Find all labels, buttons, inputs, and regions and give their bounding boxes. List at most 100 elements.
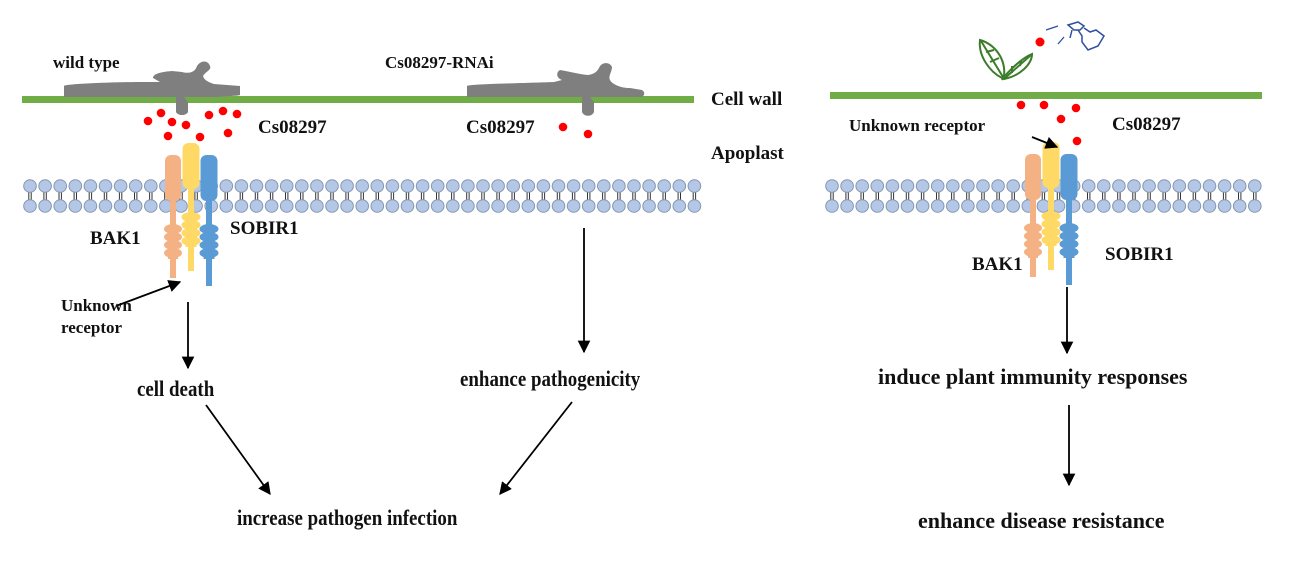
unknown-receptor [1041,142,1061,270]
lipid-icon [946,179,960,213]
lipid-icon [53,179,68,213]
outcome-disease-resistance: enhance disease resistance [918,508,1165,533]
lipid-icon [612,179,626,213]
lipid-icon [1157,179,1171,213]
lipid-icon [355,179,370,213]
lipid-icon [855,179,870,213]
lipid-icon [98,179,113,213]
effector-dot-icon [181,120,191,130]
receptor-label-wild-type-line2: receptor [61,318,123,337]
lipid-icon [23,179,37,213]
spray-bottle-icon [1066,21,1105,51]
effector-dot-icon [1071,103,1081,113]
lipid-icon [1187,179,1202,213]
cell-wall-label: Cell wall [711,89,783,110]
outcome-immunity-responses: induce plant immunity responses [878,364,1188,389]
lipid-icon [657,179,672,213]
unknown-receptor [181,143,201,271]
lipid-icon [991,179,1005,213]
lipid-icon [900,179,915,213]
effector-dot-icon [1016,100,1026,110]
lipid-icon [295,179,309,213]
lipid-icon [672,179,687,213]
bak1-receptor [164,155,182,278]
lipid-icon [627,179,641,213]
lipid-icon [370,179,385,213]
effector-dot-icon [223,128,233,138]
lipid-icon [249,179,264,213]
lipid-icon [930,179,945,213]
lipid-icon [566,179,581,213]
lipid-icon [521,179,536,213]
effector-dot-icon [156,108,166,118]
lipid-icon [1232,179,1247,213]
lipid-icon [885,179,900,213]
effector-dot-icon [163,131,173,141]
wild-type-label: wild type [53,53,120,72]
arrow-icon [499,401,573,495]
effector-label-treatment: Cs08297 [1112,114,1181,135]
sobir1-receptor [1059,154,1079,285]
effector-dots-wild-type [143,106,242,142]
cell-wall-left [22,96,694,103]
lipid-icon [1006,179,1021,213]
lipid-icon [551,179,566,213]
lipid-icon [113,179,128,213]
hypha-icon [64,61,240,115]
arrow-icon [205,404,271,496]
outcome-increase-infection: increase pathogen infection [237,505,458,530]
leaf-icon [978,38,1034,81]
apoplast-label: Apoplast [711,143,784,164]
receptor-complex-wild-type [164,143,219,286]
arrow-icon [1031,136,1059,149]
lipid-icon [961,179,975,213]
lipid-icon [400,179,415,213]
lipid-icon [581,179,596,213]
spray-mist-icon [1045,25,1065,45]
lipid-icon [415,179,430,213]
lipid-icon [915,179,930,213]
effector-dot-icon [1056,114,1066,124]
effector-dot-icon [167,117,177,127]
effector-dot-icon [558,122,568,132]
lipid-icon [430,179,445,213]
lipid-icon [840,179,854,213]
receptor-label-treatment: Unknown receptor [849,116,986,135]
lipid-icon [385,179,400,213]
lipid-icon [446,179,460,213]
lipid-icon [234,179,249,213]
lipid-icon [1097,179,1111,213]
bak1-label-treatment: BAK1 [972,254,1023,275]
lipid-icon [491,179,505,213]
lipid-icon [1217,179,1232,213]
lipid-icon [1202,179,1217,213]
lipid-icon [38,179,52,213]
lipid-icon [597,179,611,213]
lipid-icon [325,179,339,213]
lipid-icon [1172,179,1187,213]
sobir1-label-treatment: SOBIR1 [1105,244,1174,265]
lipid-icon [536,179,551,213]
effector-dot-icon [1072,136,1082,146]
effector-label-wild-type: Cs08297 [258,117,327,138]
lipid-icon [219,179,234,213]
lipid-icon [1112,179,1126,213]
lipid-icon [340,179,354,213]
lipid-icon [1248,179,1262,213]
effector-dot-icon [195,132,205,142]
bak1-receptor [1024,154,1042,277]
lipid-icon [870,179,885,213]
lipid-icon [310,179,324,213]
effector-dot-icon [143,116,153,126]
lipid-icon [506,179,521,213]
outcome-enhance-pathogenicity: enhance pathogenicity [460,366,641,391]
effector-dot-icon [218,106,228,116]
lipid-icon [461,179,475,213]
receptor-complex-treatment [1024,142,1079,285]
lipid-icon [279,179,294,213]
lipid-icon [1081,179,1096,213]
lipid-icon [1142,179,1156,213]
rnai-label: Cs08297-RNAi [385,53,494,72]
